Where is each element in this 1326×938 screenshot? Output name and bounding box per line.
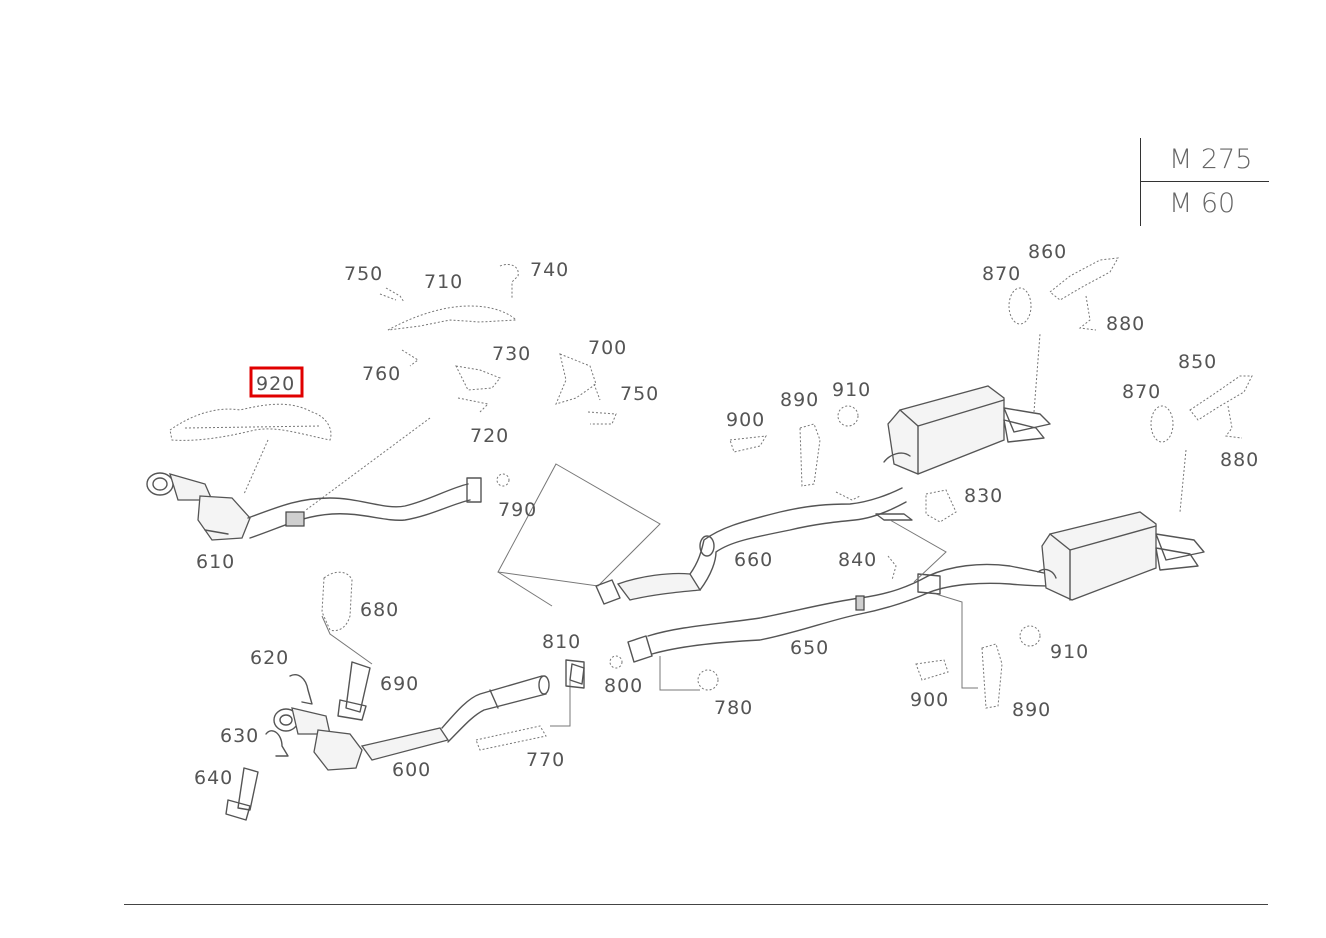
- page-bottom-rule: [124, 904, 1268, 905]
- part-label-640: 640: [194, 767, 233, 789]
- bolt-640[interactable]: [225, 767, 259, 821]
- bolt-690[interactable]: [337, 661, 371, 721]
- part-label-650: 650: [790, 637, 829, 659]
- heat-shield-920[interactable]: [169, 403, 431, 511]
- part-label-750b: 750: [620, 383, 659, 405]
- clamp-620[interactable]: [289, 674, 313, 705]
- hangers-850-880-lower[interactable]: [1150, 375, 1253, 513]
- part-label-870: 870: [982, 263, 1021, 285]
- part-label-900b: 900: [910, 689, 949, 711]
- part-label-760: 760: [362, 363, 401, 385]
- intermediate-pipe-660[interactable]: [595, 487, 913, 605]
- part-label-800: 800: [604, 675, 643, 697]
- bolt-770[interactable]: [475, 725, 547, 751]
- clamp-630[interactable]: [265, 730, 289, 757]
- part-label-910b: 910: [1050, 641, 1089, 663]
- rubber-mounts-upper[interactable]: [729, 405, 957, 523]
- part-label-810: 810: [542, 631, 581, 653]
- part-label-840: 840: [838, 549, 877, 571]
- front-pipe-600[interactable]: [273, 663, 585, 771]
- part-label-920: 920: [256, 373, 295, 395]
- part-label-790: 790: [498, 499, 537, 521]
- mounting-parts-700-760[interactable]: [379, 263, 617, 425]
- heat-plate-790[interactable]: [496, 463, 661, 607]
- engine-code-table: M 275 M 60: [1140, 138, 1269, 226]
- part-label-600: 600: [392, 759, 431, 781]
- part-label-880b: 880: [1220, 449, 1259, 471]
- part-label-680: 680: [360, 599, 399, 621]
- gasket-810[interactable]: [565, 659, 585, 689]
- part-label-690: 690: [380, 673, 419, 695]
- hangers-860-880-upper[interactable]: [1008, 257, 1119, 331]
- support-plate-840[interactable]: [887, 519, 978, 689]
- part-label-700: 700: [588, 337, 627, 359]
- part-label-620: 620: [250, 647, 289, 669]
- part-label-870b: 870: [1122, 381, 1161, 403]
- part-label-730: 730: [492, 343, 531, 365]
- rubber-mounts-lower[interactable]: [609, 625, 1041, 709]
- part-label-710: 710: [424, 271, 463, 293]
- part-label-850: 850: [1178, 351, 1217, 373]
- engine-code-m275: M 275: [1141, 138, 1269, 182]
- part-label-770: 770: [526, 749, 565, 771]
- rear-muffler-upper[interactable]: [883, 333, 1051, 475]
- highlight-box-920[interactable]: [249, 366, 304, 398]
- part-label-630: 630: [220, 725, 259, 747]
- part-label-740: 740: [530, 259, 569, 281]
- part-label-830: 830: [964, 485, 1003, 507]
- rear-pipe-650[interactable]: [627, 563, 1057, 663]
- part-label-890: 890: [780, 389, 819, 411]
- part-label-660: 660: [734, 549, 773, 571]
- rear-muffler-lower[interactable]: [1037, 511, 1205, 601]
- part-label-780: 780: [714, 697, 753, 719]
- bracket-680[interactable]: [321, 571, 373, 665]
- part-label-890b: 890: [1012, 699, 1051, 721]
- part-label-610: 610: [196, 551, 235, 573]
- part-label-900: 900: [726, 409, 765, 431]
- part-label-880: 880: [1106, 313, 1145, 335]
- engine-code-m60: M 60: [1169, 188, 1236, 219]
- part-label-750: 750: [344, 263, 383, 285]
- part-label-720: 720: [470, 425, 509, 447]
- front-pipe-610[interactable]: [146, 472, 482, 541]
- part-label-860: 860: [1028, 241, 1067, 263]
- part-label-910: 910: [832, 379, 871, 401]
